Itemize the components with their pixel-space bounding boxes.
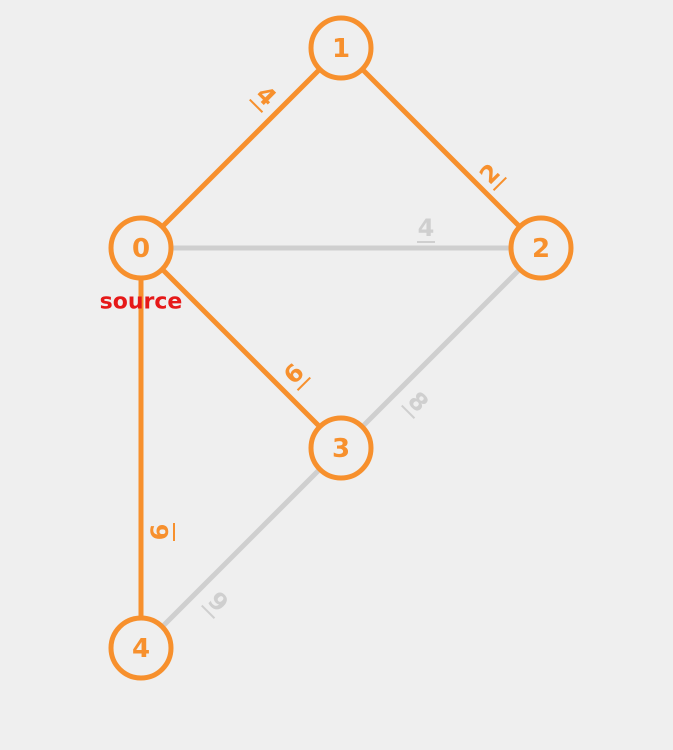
edge-weight-underline: [492, 176, 507, 191]
edge-weight-label: 6: [146, 524, 174, 541]
node-circle: [108, 615, 174, 681]
edge-weight-label: 4: [418, 214, 435, 242]
node-label: 3: [332, 434, 350, 464]
node-0: 0: [108, 215, 174, 281]
edge-weight-label: 8: [402, 386, 434, 418]
node-circle: [308, 415, 374, 481]
node-circle: [508, 215, 574, 281]
edge-3-4-weight: 9: [201, 586, 234, 619]
edge-0-3-weight: 6: [278, 358, 311, 391]
nodes-layer: 0 1 2 3 4: [108, 15, 574, 681]
edge-weight-label: 9: [202, 586, 234, 618]
edge-2-3: [338, 245, 544, 451]
edge-0-4-weight: 6: [146, 523, 175, 541]
node-label: 4: [132, 634, 150, 664]
edge-weight-underline: [401, 404, 416, 419]
node-1: 1: [308, 15, 374, 81]
node-circle: [108, 215, 174, 281]
node-circle: [308, 15, 374, 81]
edge-weight-underline: [201, 604, 216, 619]
edge-weight-underline: [296, 376, 311, 391]
node-2: 2: [508, 215, 574, 281]
node-4: 4: [108, 615, 174, 681]
node-label: 0: [132, 234, 150, 264]
edge-3-4: [138, 445, 344, 651]
edge-0-1: [138, 45, 344, 251]
edge-1-2: [338, 45, 544, 251]
source-label: source: [100, 290, 183, 315]
edge-0-3: [138, 245, 344, 451]
edge-2-3-weight: 8: [401, 386, 434, 419]
edge-0-2-weight: 4: [417, 214, 435, 243]
edge-0-1-weight: 4: [249, 80, 282, 113]
node-3: 3: [308, 415, 374, 481]
edge-weight-label: 6: [278, 358, 310, 390]
edge-weight-label: 4: [250, 80, 282, 112]
edge-weight-underline: [249, 98, 264, 113]
node-label: 1: [332, 34, 350, 64]
node-label: 2: [532, 234, 550, 264]
